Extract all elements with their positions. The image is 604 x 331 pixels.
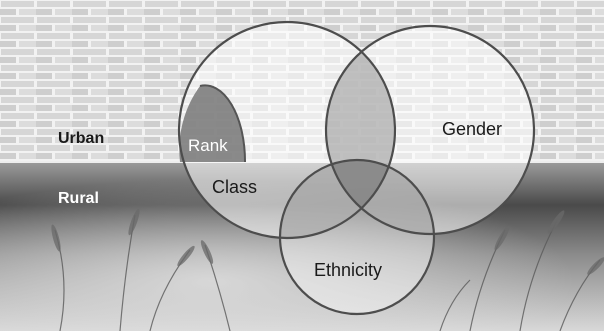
ethnicity-label: Ethnicity	[314, 260, 382, 280]
urban-label: Urban	[58, 130, 104, 147]
ethnicity-circle-fill	[280, 160, 434, 314]
ethnicity-circle	[278, 158, 436, 316]
grass-heads	[51, 208, 604, 275]
gender-ethnicity-overlap	[326, 160, 434, 234]
rank-region	[179, 85, 246, 162]
class-gender-overlap	[326, 26, 395, 234]
rural-label: Rural	[58, 190, 99, 207]
class-circle	[177, 20, 397, 240]
gender-circle	[324, 24, 536, 236]
gender-circle-fill	[326, 26, 534, 234]
rank-boundary	[199, 84, 247, 163]
class-label: Class	[212, 177, 257, 197]
gender-label: Gender	[442, 119, 502, 139]
venn-outlines	[177, 20, 536, 316]
rank-label: Rank	[188, 136, 228, 155]
